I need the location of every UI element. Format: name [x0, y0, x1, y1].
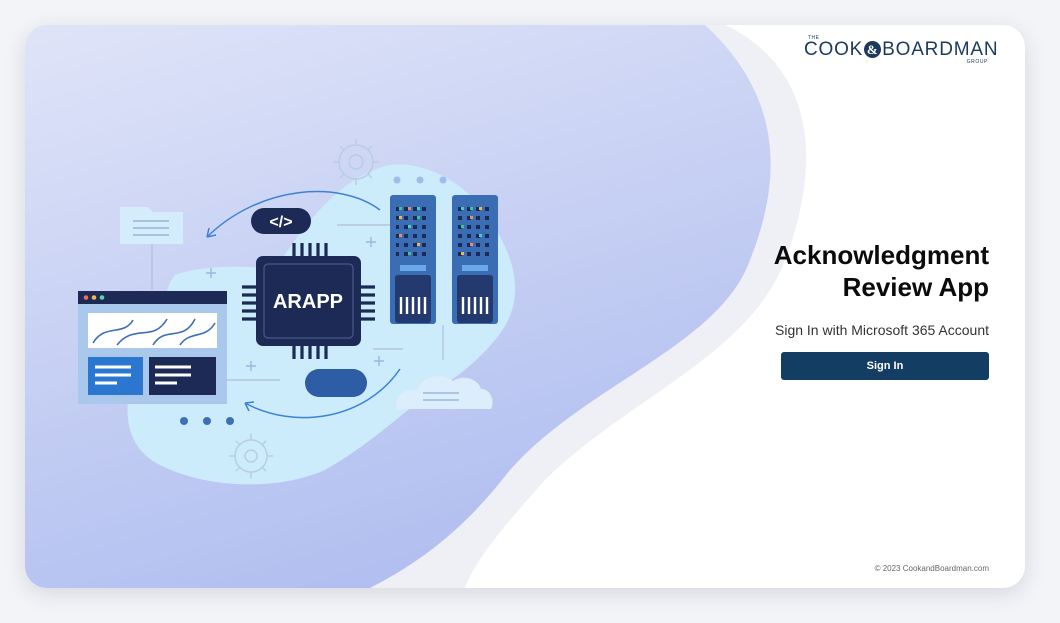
- dots-decoration: [393, 176, 447, 184]
- title-line-2: Review App: [842, 272, 989, 302]
- signin-subtitle: Sign In with Microsoft 365 Account: [775, 322, 989, 338]
- dots-decoration: [180, 417, 234, 425]
- hero-illustration: </> ARAPP: [25, 25, 807, 588]
- server-rack-icon: [452, 195, 498, 324]
- server-rack-icon: [390, 195, 436, 324]
- login-card: </> ARAPP: [25, 25, 1025, 588]
- cpu-chip-label: ARAPP: [273, 291, 343, 313]
- page-title: Acknowledgment Review App: [774, 239, 989, 303]
- code-badge: </>: [251, 208, 311, 234]
- sign-in-button[interactable]: Sign In: [781, 352, 989, 380]
- arrow-icon: [206, 190, 381, 238]
- logo-ampersand-icon: &: [864, 41, 882, 58]
- code-badge-text: </>: [269, 214, 292, 231]
- browser-window: [78, 291, 227, 404]
- logo-wordmark: COOK&BOARDMAN: [804, 39, 998, 61]
- logo-group: GROUP: [966, 59, 988, 65]
- connector-lines: [151, 224, 444, 381]
- cpu-chip: ARAPP: [242, 243, 375, 359]
- brand-logo: THE COOK&BOARDMAN GROUP: [800, 35, 998, 75]
- logo-the: THE: [808, 35, 820, 41]
- logo-boardman: BOARDMAN: [882, 39, 999, 60]
- logo-cook: COOK: [804, 39, 864, 60]
- folder-icon: [120, 207, 183, 244]
- arrow-icon: [244, 368, 401, 419]
- pill-shape: [305, 369, 367, 397]
- plus-decoration: [206, 237, 384, 371]
- title-line-1: Acknowledgment: [773, 240, 989, 270]
- copyright-footer: © 2023 CookandBoardman.com: [874, 564, 989, 573]
- gear-icon: [333, 139, 379, 185]
- cloud-icon: [396, 376, 493, 409]
- gear-icon: [229, 434, 273, 478]
